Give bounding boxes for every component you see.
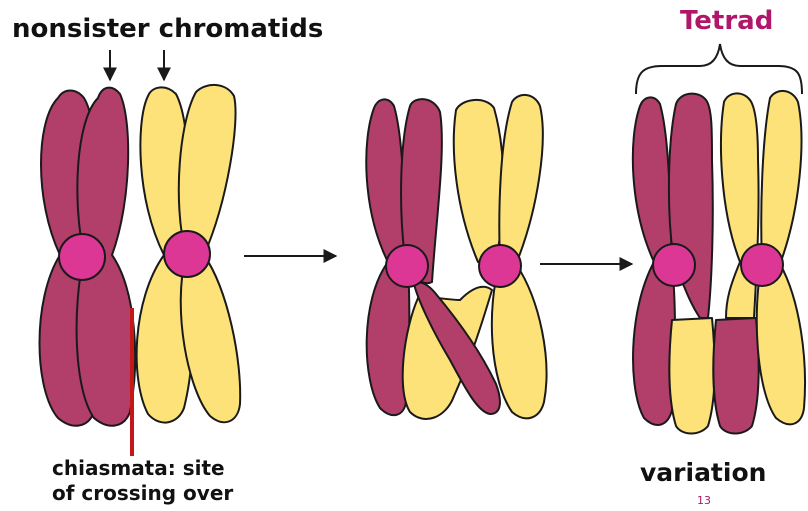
chromatid-yellow-swapped-lower	[669, 318, 714, 434]
centromere	[653, 244, 695, 286]
centromere	[479, 245, 521, 287]
tetrad-label: Tetrad	[680, 6, 773, 36]
page-number: 13	[697, 494, 711, 507]
centromere	[164, 231, 210, 277]
panel-before-crossing-over	[40, 85, 241, 426]
chiasmata-caption-line-2: of crossing over	[52, 481, 233, 506]
variation-label: variation	[640, 458, 766, 487]
centromere	[386, 245, 428, 287]
panel-during-crossing-over	[366, 95, 546, 419]
nonsister-chromatids-label: nonsister chromatids	[12, 14, 323, 44]
panel-after-crossing-over	[633, 91, 805, 434]
chiasmata-caption-line-1: chiasmata: site	[52, 456, 233, 481]
chromatid-maroon-swapped-lower	[713, 318, 758, 434]
centromere	[59, 234, 105, 280]
chiasmata-caption: chiasmata: site of crossing over	[52, 456, 233, 506]
tetrad-brace	[636, 44, 802, 94]
chromatid-yellow-1-upper	[454, 100, 504, 262]
centromere	[741, 244, 783, 286]
